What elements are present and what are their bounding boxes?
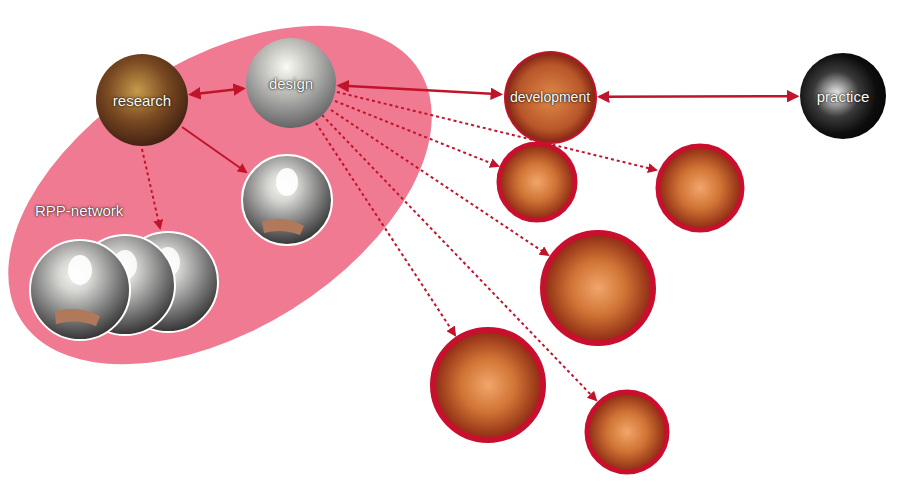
connector-arrow xyxy=(600,95,798,98)
bulb-stack xyxy=(30,232,218,340)
hand-shape xyxy=(262,219,304,235)
design-circle: design xyxy=(246,38,336,128)
research-circle: research xyxy=(96,54,188,146)
hands-circle xyxy=(587,392,667,472)
bulb-circle xyxy=(30,240,130,340)
development-circle: development xyxy=(504,51,597,144)
hands-circle xyxy=(499,144,575,220)
node-label: practice xyxy=(817,88,870,105)
hand-shape xyxy=(55,309,100,326)
region-ellipse xyxy=(0,0,491,434)
hands-circle xyxy=(543,233,653,343)
node-label: development xyxy=(510,89,590,105)
bulb-glow xyxy=(68,255,92,285)
node-label: design xyxy=(269,75,313,92)
bulb-circle xyxy=(242,155,332,245)
region-ellipse xyxy=(0,10,445,380)
hands-circles xyxy=(433,144,742,472)
node-label: research xyxy=(113,92,171,109)
bulb-glow xyxy=(276,168,298,196)
practice-circle: practice xyxy=(800,53,886,139)
hands-circle xyxy=(433,330,543,440)
hands-circle xyxy=(658,146,742,230)
network-region: RPP-network design xyxy=(0,10,445,380)
bulb-single xyxy=(242,155,332,245)
node-label: RPP-network xyxy=(35,202,123,219)
